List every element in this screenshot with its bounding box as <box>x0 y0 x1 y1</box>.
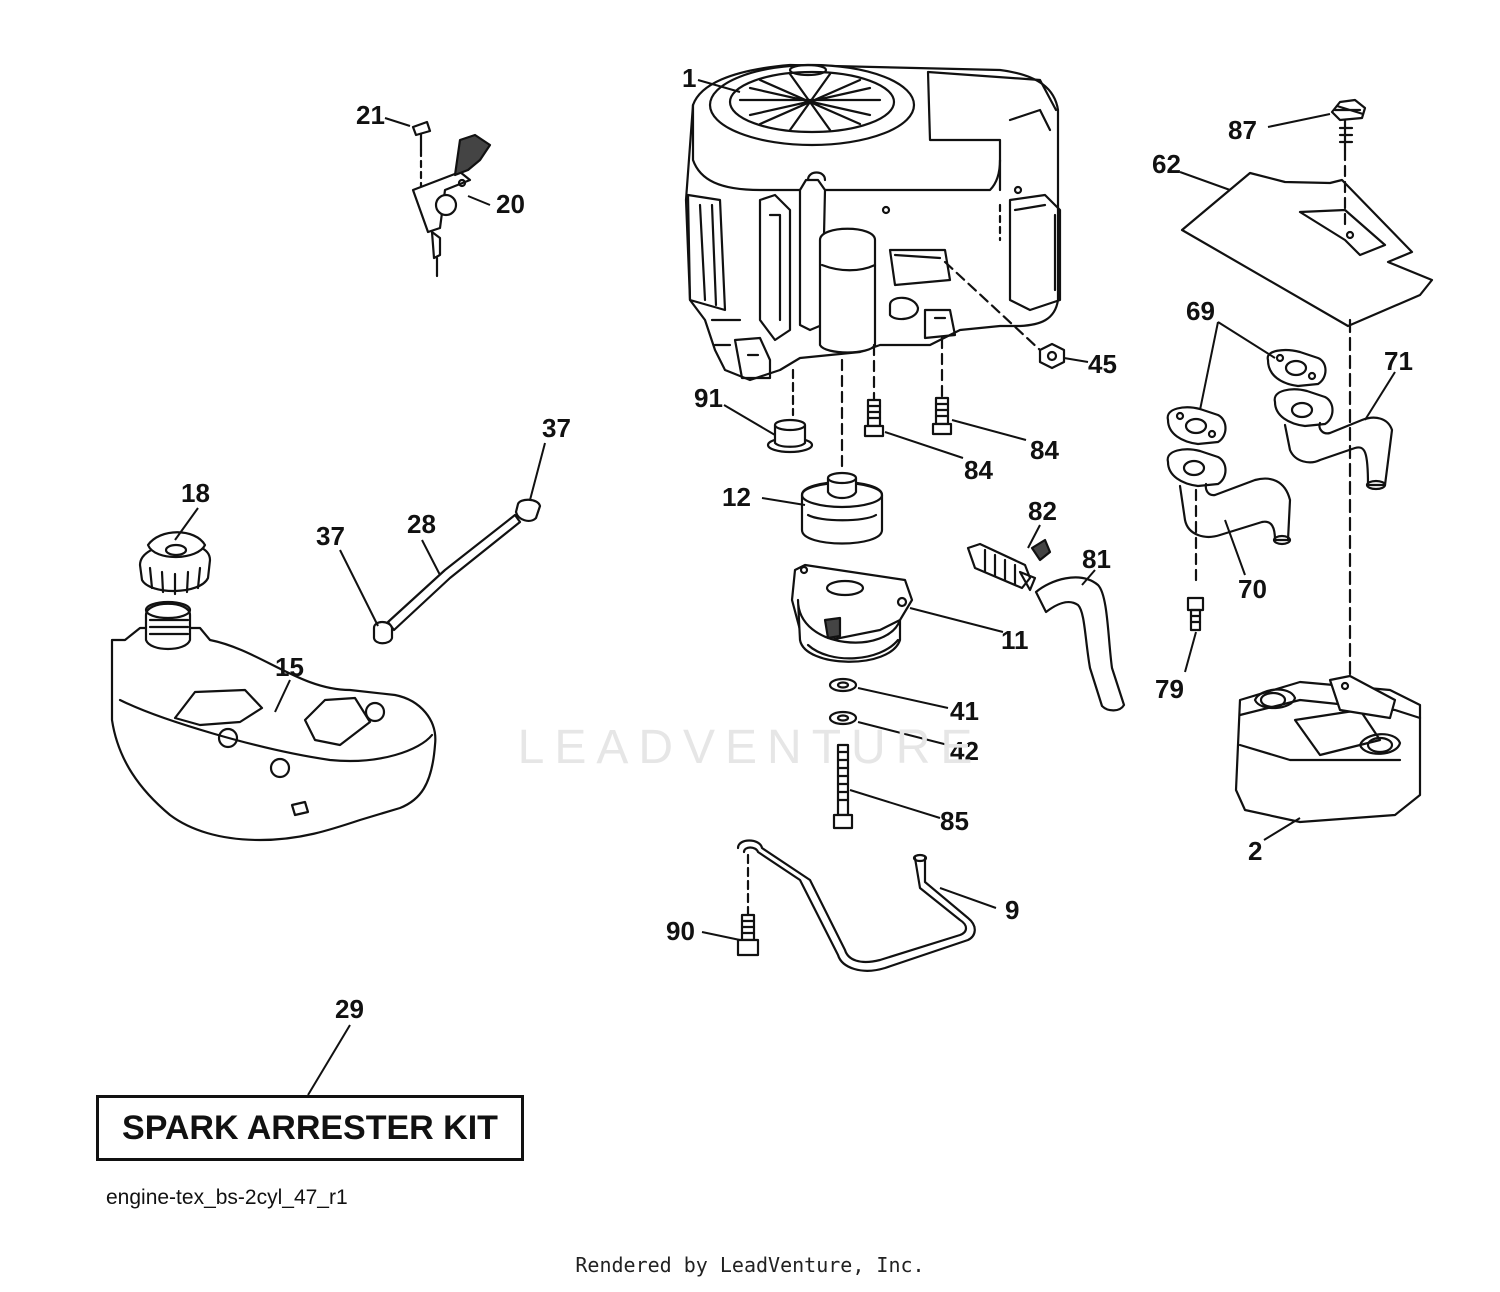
callout-labels: 1 21 20 87 62 69 71 45 91 84 84 37 18 12… <box>181 63 1413 1024</box>
callout-28: 28 <box>407 509 436 539</box>
callout-81: 81 <box>1082 544 1111 574</box>
callout-90: 90 <box>666 916 695 946</box>
hose-81-part <box>1034 576 1126 712</box>
callout-21: 21 <box>356 100 385 130</box>
callout-2: 2 <box>1248 836 1262 866</box>
callout-70: 70 <box>1238 574 1267 604</box>
callout-82: 82 <box>1028 496 1057 526</box>
bolt-79-part <box>1186 596 1205 632</box>
callout-62: 62 <box>1152 149 1181 179</box>
callout-45: 45 <box>1088 349 1117 379</box>
callout-11: 11 <box>1001 625 1029 655</box>
fuel-shutoff-part <box>411 120 492 278</box>
callout-71: 71 <box>1384 346 1413 376</box>
callout-12: 12 <box>722 482 751 512</box>
pulley-12-part <box>800 358 884 545</box>
callout-84b: 84 <box>964 455 993 485</box>
washers-bolt-part <box>828 677 858 830</box>
callout-69: 69 <box>1186 296 1215 326</box>
callout-37b: 37 <box>316 521 345 551</box>
fuel-tank-part <box>110 600 437 842</box>
drawing-id: engine-tex_bs-2cyl_47_r1 <box>106 1186 348 1209</box>
fuel-line-part <box>372 498 542 645</box>
callout-84a: 84 <box>1030 435 1059 465</box>
rendered-by-footer: Rendered by LeadVenture, Inc. <box>575 1253 925 1277</box>
bushing-91-part <box>766 368 814 454</box>
nut-45-part <box>943 260 1066 370</box>
muffler-part <box>1234 674 1422 824</box>
leader-lines <box>174 79 1396 1096</box>
callout-18: 18 <box>181 478 210 508</box>
callout-91: 91 <box>694 383 723 413</box>
exhaust-pipes-part <box>1166 349 1394 587</box>
spark-arrester-kit-label: SPARK ARRESTER KIT <box>96 1095 524 1161</box>
callout-29: 29 <box>335 994 364 1024</box>
clutch-11-part <box>790 563 914 663</box>
bracket-9-part <box>736 839 976 972</box>
drain-valve-part <box>966 538 1052 592</box>
callout-9: 9 <box>1005 895 1019 925</box>
callout-41: 41 <box>950 696 979 726</box>
callout-15: 15 <box>275 652 304 682</box>
callout-79: 79 <box>1155 674 1184 704</box>
callout-87: 87 <box>1228 115 1257 145</box>
fuel-cap-part <box>138 531 212 596</box>
engine-part <box>684 63 1062 382</box>
callout-1: 1 <box>682 63 696 93</box>
callout-85: 85 <box>940 806 969 836</box>
heat-shield-part <box>1180 98 1434 682</box>
callout-37a: 37 <box>542 413 571 443</box>
bolts-84-part <box>863 336 953 438</box>
callout-42: 42 <box>950 736 979 766</box>
callout-20: 20 <box>496 189 525 219</box>
